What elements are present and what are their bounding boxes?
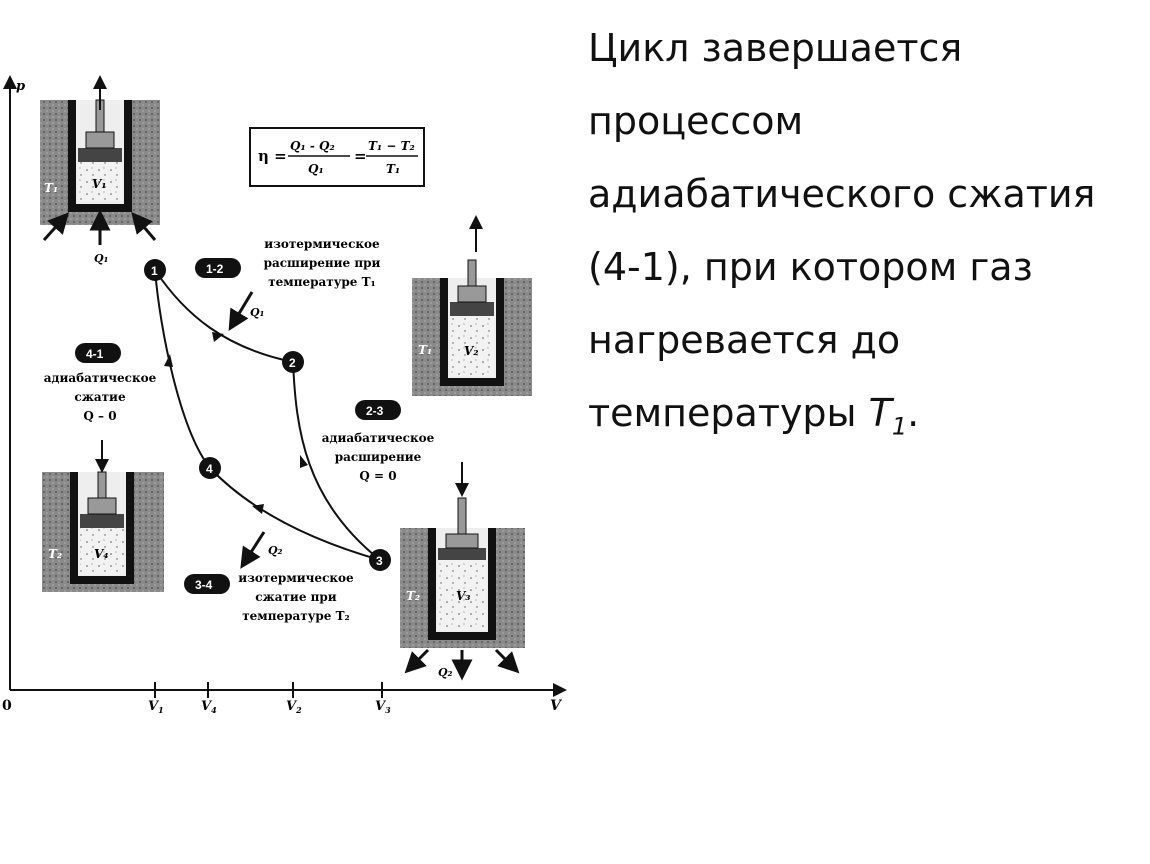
svg-text:2-3: 2-3 [366,404,384,418]
svg-text:V₁: V₁ [92,177,107,191]
v-axis-label: V [550,698,563,714]
efficiency-formula: η = Q₁ - Q₂ Q₁ = T₁ − T₂ T₁ [249,127,425,187]
tick-v2: V2 [286,699,302,715]
formula-num2: T₁ − T₂ [368,139,415,153]
svg-text:изотермическое: изотермическое [264,237,380,251]
svg-text:V₂: V₂ [464,344,479,358]
cylinder-state-2: T₁ V₂ [412,215,532,396]
svg-text:адиабатическое: адиабатическое [44,371,157,385]
slide-line-4: (4-1), при котором газ [588,245,1033,289]
svg-text:T₂: T₂ [406,589,420,603]
state-point-3: 3 [369,549,391,571]
cycle-curves [154,269,381,561]
formula-num1: Q₁ - Q₂ [290,139,335,153]
slide-line-5: нагревается до [588,318,901,362]
svg-text:2: 2 [289,356,296,370]
axes: p V 0 V1 V4 V2 V3 [2,75,567,715]
svg-text:расширение: расширение [335,450,422,464]
slide-line-2: процессом [588,99,804,143]
cylinder-state-3: T₂ V₃ Q₂ [400,462,525,681]
slide-text: Цикл завершается процессом адиабатическо… [588,12,1138,464]
formula-eta: η = [258,147,287,165]
p-axis-label: p [16,79,25,94]
svg-text:температуре T₁: температуре T₁ [268,275,376,289]
svg-text:изотермическое: изотермическое [238,571,354,585]
svg-text:Q₁: Q₁ [250,306,264,319]
caption-1-2: изотермическое расширение при температур… [264,237,381,289]
curve-4-1 [154,269,211,469]
curve-2-3 [292,361,381,561]
svg-text:температуре T₂: температуре T₂ [242,609,350,623]
curve-1-2 [154,269,294,363]
slide-line-6: температуры T1. [588,391,920,441]
curve-direction-arrows [164,332,308,514]
cylinder-state-4: T₂ V₄ [42,440,164,592]
svg-text:1-2: 1-2 [206,262,224,276]
svg-text:4: 4 [206,462,213,476]
svg-text:Q₂: Q₂ [268,544,283,557]
state-point-4: 4 [199,457,221,479]
tick-v4: V4 [201,699,217,715]
svg-text:T₁: T₁ [418,343,432,357]
heat-arrow-q1: Q₁ [228,291,264,332]
carnot-cycle-diagram: p V 0 V1 V4 V2 V3 η = Q₁ - Q₂ Q₁ = T₁ − … [2,75,567,715]
origin-label: 0 [2,698,12,714]
svg-text:T₁: T₁ [44,181,58,195]
svg-text:сжатие при: сжатие при [255,590,337,604]
svg-text:3: 3 [376,554,383,568]
slide-line-1: Цикл завершается [588,26,963,70]
tick-v1: V1 [148,699,164,715]
caption-4-1: адиабатическое сжатие Q – 0 [44,371,157,423]
curve-3-4 [209,467,381,561]
svg-text:4-1: 4-1 [86,347,104,361]
caption-3-4: изотермическое сжатие при температуре T₂ [238,571,354,623]
svg-text:адиабатическое: адиабатическое [322,431,435,445]
cylinder-state-1: T₁ V₁ Q₁ [40,75,160,265]
svg-text:сжатие: сжатие [74,390,126,404]
svg-text:Q₂: Q₂ [438,666,453,679]
tick-v3: V3 [375,699,391,715]
svg-text:расширение при: расширение при [264,256,381,270]
badge-1-2: 1-2 [195,258,241,278]
slide-line-3: адиабатического сжатия [588,172,1096,216]
heat-arrow-q2: Q₂ [240,531,283,569]
state-point-1: 1 [144,259,166,281]
svg-text:V₃: V₃ [456,589,471,603]
formula-den2: T₁ [386,162,400,176]
badge-3-4: 3-4 [184,574,230,594]
svg-text:T₂: T₂ [48,547,62,561]
formula-den1: Q₁ [308,162,324,176]
caption-2-3: адиабатическое расширение Q = 0 [322,431,435,483]
formula-eq: = [354,147,367,165]
svg-text:V₄: V₄ [94,547,109,561]
svg-text:Q = 0: Q = 0 [359,469,396,483]
svg-text:3-4: 3-4 [195,578,213,592]
badge-4-1: 4-1 [75,343,121,363]
badge-2-3: 2-3 [355,400,401,420]
state-point-2: 2 [282,351,304,373]
svg-text:1: 1 [151,264,158,278]
svg-text:Q – 0: Q – 0 [83,409,116,423]
svg-text:Q₁: Q₁ [94,252,108,265]
